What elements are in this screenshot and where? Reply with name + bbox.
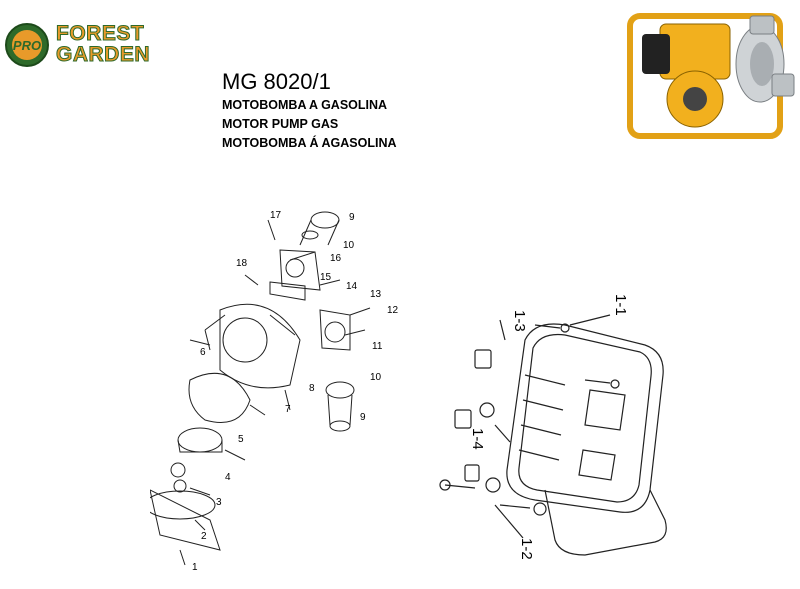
brand-seal-icon: PRO <box>5 23 49 67</box>
frame-exploded-diagram <box>439 314 667 556</box>
pump-label-4: 4 <box>225 472 231 483</box>
pump-label-9: 9 <box>349 212 355 223</box>
pump-label-11: 11 <box>372 341 383 352</box>
pump-label-12: 12 <box>387 305 399 316</box>
pump-label-3: 3 <box>216 497 222 508</box>
pump-label-8: 8 <box>309 383 315 394</box>
brand-logo: PRO FOREST GARDEN <box>4 22 194 68</box>
pump-label-6: 6 <box>200 347 206 358</box>
pump-label-1: 1 <box>192 562 198 573</box>
brand-line-1: FOREST <box>55 22 145 45</box>
title-en: MOTOR PUMP GAS <box>222 117 339 131</box>
pump-label-13: 13 <box>370 289 382 300</box>
document-header: MG 8020/1 MOTOBOMBA A GASOLINA MOTOR PUM… <box>222 70 397 153</box>
pump-label-7: 7 <box>285 404 291 415</box>
frame-label-1-4: 1-4 <box>469 428 486 450</box>
frame-label-1-2: 1-2 <box>518 538 535 560</box>
pump-exploded-diagram <box>150 211 371 566</box>
pump-label-15: 15 <box>320 272 332 283</box>
pump-label-10: 10 <box>343 240 355 251</box>
pump-label-2: 2 <box>201 531 207 542</box>
pump-label-17: 17 <box>270 210 282 221</box>
pump-label-9b: 9 <box>360 412 366 423</box>
title-es: MOTOBOMBA A GASOLINA <box>222 98 388 112</box>
brand-seal-text: PRO <box>13 38 41 53</box>
pump-label-10b: 10 <box>370 372 382 383</box>
pump-label-14: 14 <box>346 281 358 292</box>
pump-label-16: 16 <box>330 253 342 264</box>
model-number: MG 8020/1 <box>222 69 331 94</box>
brand-line-2: GARDEN <box>55 43 151 66</box>
pump-label-18: 18 <box>236 258 248 269</box>
title-pt: MOTOBOMBA Á AGASOLINA <box>222 136 397 150</box>
pump-label-5: 5 <box>238 434 244 445</box>
frame-label-1-3: 1-3 <box>511 310 528 332</box>
product-photo <box>627 13 795 139</box>
frame-label-1-1: 1-1 <box>612 294 629 316</box>
